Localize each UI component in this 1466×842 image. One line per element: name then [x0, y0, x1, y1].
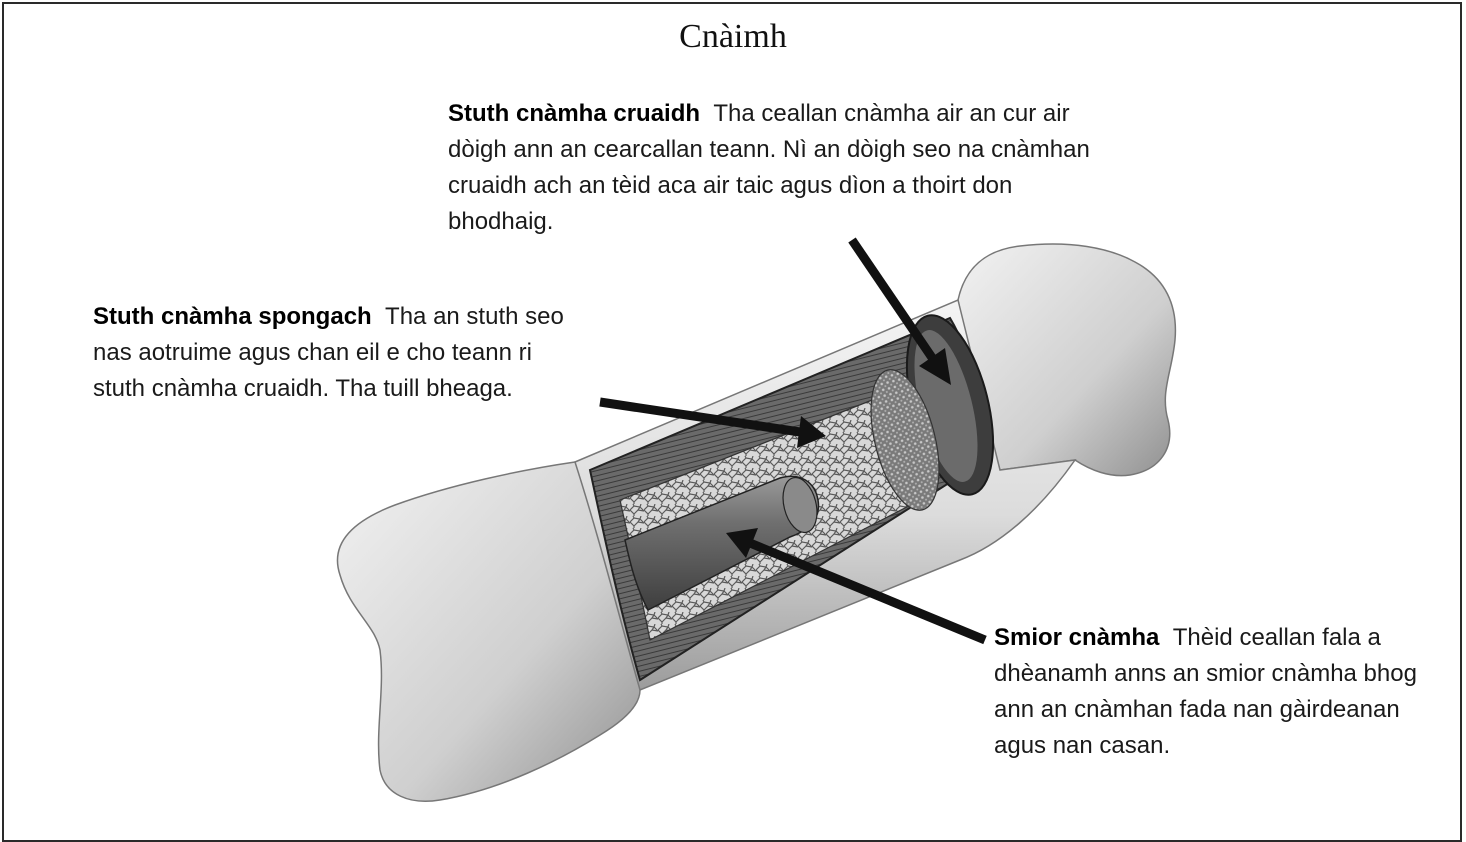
label-spongy-term: Stuth cnàmha spongach	[93, 303, 372, 330]
label-bone-marrow: Smior cnàmha Thèid ceallan fala a dhèana…	[994, 620, 1434, 764]
label-compact-term: Stuth cnàmha cruaidh	[448, 100, 700, 127]
label-compact-bone: Stuth cnàmha cruaidh Tha ceallan cnàmha …	[448, 96, 1108, 240]
label-marrow-term: Smior cnàmha	[994, 624, 1159, 651]
label-spongy-bone: Stuth cnàmha spongach Tha an stuth seo n…	[93, 299, 573, 407]
